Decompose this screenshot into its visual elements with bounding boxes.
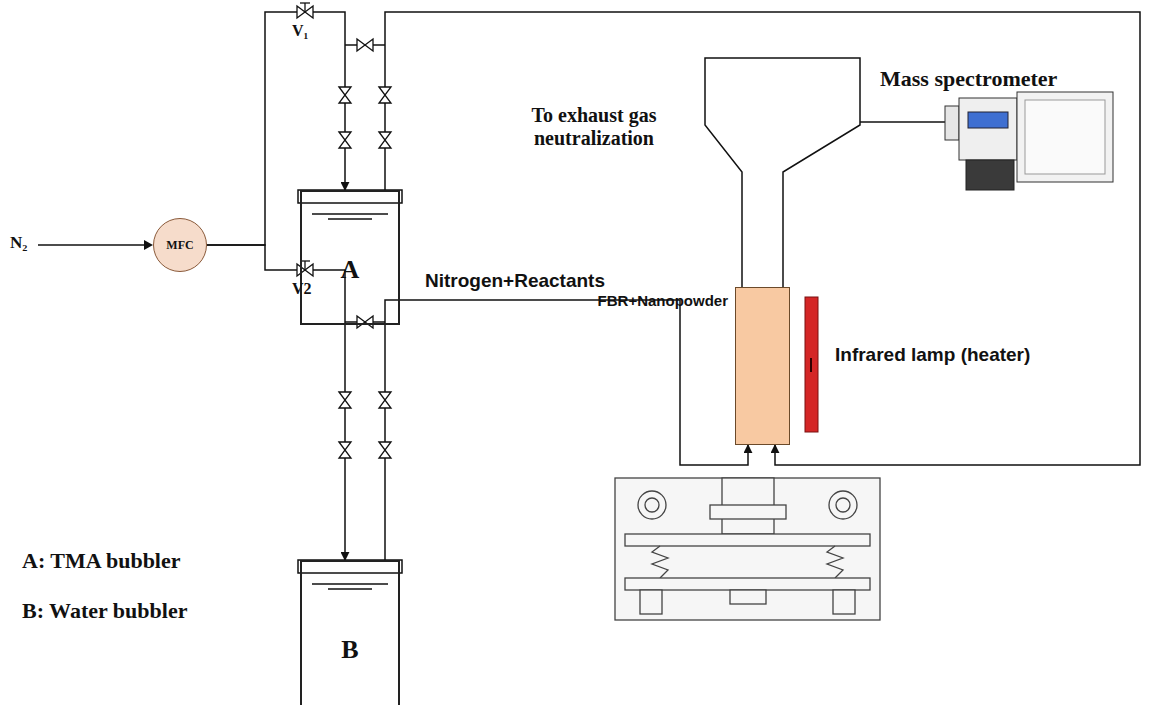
gas-line bbox=[207, 245, 345, 560]
bubbler-details bbox=[298, 190, 402, 589]
flow-label: Nitrogen+Reactants bbox=[425, 270, 605, 292]
mfc-circle: MFC bbox=[153, 218, 207, 272]
legend-note: B: Water bubbler bbox=[22, 598, 187, 623]
valve-label: V2 bbox=[292, 280, 312, 298]
heater-label: Infrared lamp (heater) bbox=[835, 344, 1030, 366]
mass-spectrometer-symbol bbox=[945, 92, 1113, 190]
node-text: B bbox=[341, 635, 358, 665]
exhaust-funnel bbox=[705, 58, 860, 289]
feed-line bbox=[38, 244, 150, 246]
node-text: A bbox=[341, 255, 360, 285]
node-text: MFC bbox=[166, 238, 193, 253]
node-text: FBR+Nanopowder bbox=[598, 292, 728, 309]
valve-label: V₁ bbox=[292, 22, 308, 40]
tma-bubbler: A bbox=[300, 190, 400, 325]
lamp-mark bbox=[810, 358, 812, 372]
gas-label: N₂ bbox=[10, 233, 27, 253]
infrared-lamp bbox=[805, 297, 818, 432]
exhaust-label: To exhaust gas neutralization bbox=[488, 104, 700, 150]
instrument-label: Mass spectrometer bbox=[880, 66, 1057, 91]
legend-note: A: TMA bubbler bbox=[22, 548, 181, 573]
vibration-shaker bbox=[615, 478, 880, 620]
fluidized-bed-reactor: FBR+Nanopowder bbox=[735, 287, 790, 445]
feed-arrow bbox=[144, 240, 153, 250]
water-bubbler: B bbox=[300, 560, 400, 705]
valve-symbols bbox=[297, 3, 391, 458]
gas-line bbox=[207, 12, 345, 245]
sampling-line bbox=[860, 121, 945, 123]
gas-line bbox=[385, 12, 1140, 465]
